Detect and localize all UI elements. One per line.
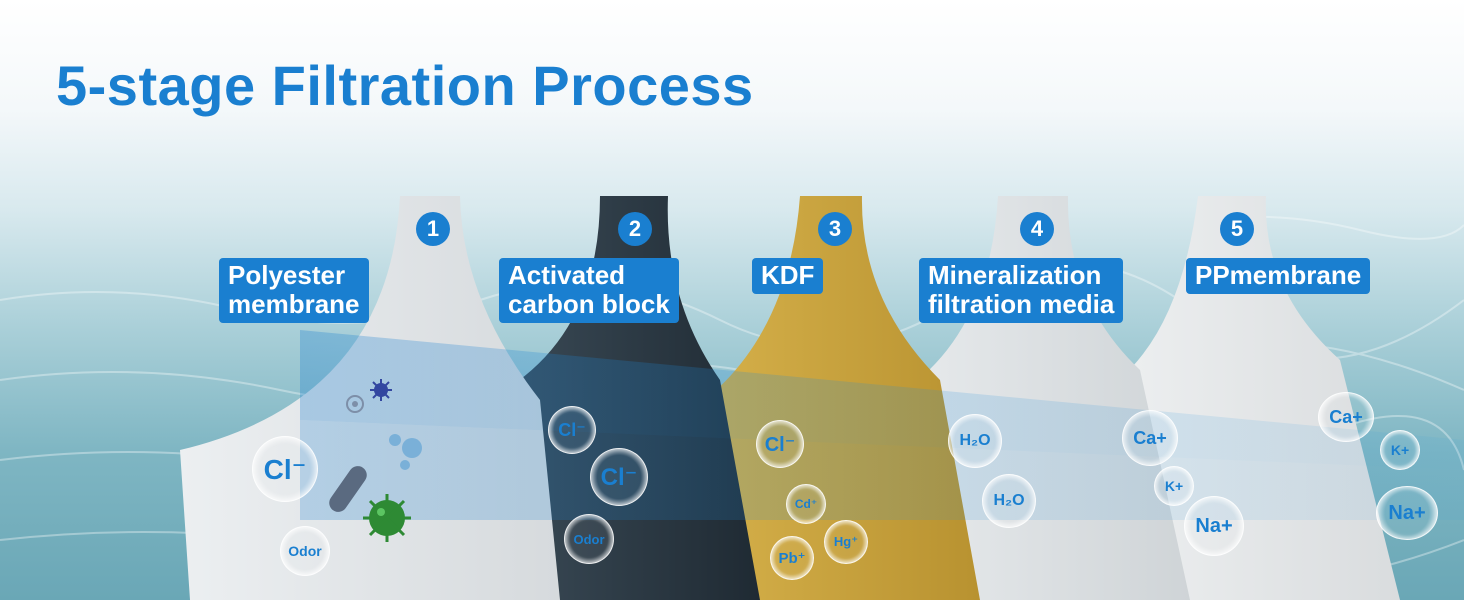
bacteria-icon [329,466,367,512]
chloride-bubble: Cl⁻ [756,420,804,468]
germ-icon [363,494,411,542]
sodium-bubble: Na+ [1184,496,1244,556]
virus-icon [370,379,392,401]
stage-5-badge: 5 [1220,212,1254,246]
chloride-bubble: Cl⁻ [548,406,596,454]
target-icon [346,395,364,413]
lead-bubble: Pb⁺ [770,536,814,580]
stage-4-label: Mineralization filtration media [919,258,1124,323]
water-bubble: H₂O [982,474,1036,528]
stage-4-label-line1: Mineralization [928,260,1102,290]
stage-1-label: Polyester membrane [219,258,369,323]
chloride-bubble: Cl⁻ [590,448,648,506]
stage-2-label: Activated carbon block [499,258,679,323]
stage-1-badge: 1 [416,212,450,246]
calcium-bubble: Ca+ [1318,392,1374,442]
stage-3-badge: 3 [818,212,852,246]
stage-5-label-line1: PPmembrane [1195,260,1362,290]
cadmium-bubble: Cd⁺ [786,484,826,524]
stage-2-label-line2: carbon block [508,289,670,319]
stage-2-label-line1: Activated [508,260,626,290]
stage-4-badge: 4 [1020,212,1054,246]
stage-3-label: KDF [752,258,824,294]
page-title: 5-stage Filtration Process [56,54,754,117]
mercury-bubble: Hg⁺ [824,520,868,564]
sodium-bubble: Na+ [1376,486,1438,540]
chloride-bubble: Cl⁻ [252,436,318,502]
stage-1-label-line2: membrane [228,289,360,319]
stage-5-label: PPmembrane [1186,258,1371,294]
stage-3-label-line1: KDF [761,260,815,290]
odor-bubble: Odor [564,514,614,564]
water-bubble: H₂O [948,414,1002,468]
potassium-bubble: K+ [1380,430,1420,470]
odor-bubble: Odor [280,526,330,576]
potassium-bubble: K+ [1154,466,1194,506]
stage-2-badge: 2 [618,212,652,246]
molecule-icon [389,434,422,470]
stage-1-label-line1: Polyester [228,260,346,290]
calcium-bubble: Ca+ [1122,410,1178,466]
stage-4-label-line2: filtration media [928,289,1115,319]
